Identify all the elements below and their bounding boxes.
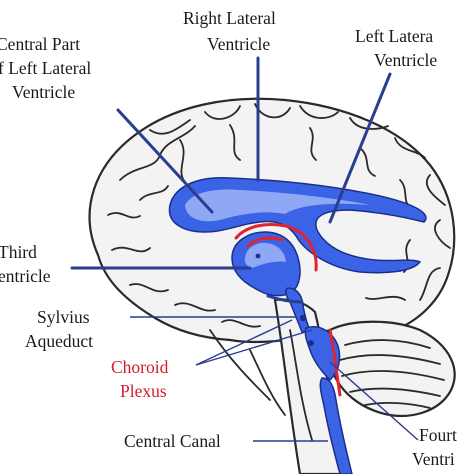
label-sylvius-2: Aqueduct	[25, 331, 93, 351]
label-third-1: Third	[0, 242, 37, 262]
leader-fourth-ventricle	[329, 361, 419, 441]
leader-left-lateral	[328, 72, 392, 224]
leader-central-part	[116, 108, 214, 214]
label-central-part-3: Ventricle	[12, 82, 75, 102]
label-right-lateral-1: Right Lateral	[183, 8, 276, 28]
label-central-part-1: Central Part	[0, 34, 80, 54]
label-choroid-1: Choroid	[111, 357, 169, 377]
leader-choroid-b	[195, 329, 313, 366]
label-fourth-2: Ventri	[412, 449, 455, 469]
ventricular-system	[168, 176, 427, 474]
labels: Central Part f Left Lateral Ventricle Ri…	[0, 8, 457, 469]
central-canal-shape	[319, 377, 353, 474]
leader-lines	[70, 56, 419, 442]
label-central-canal: Central Canal	[124, 431, 221, 451]
label-left-lateral-1: Left Latera	[355, 26, 433, 46]
cerebellum-outline	[327, 320, 456, 418]
leader-choroid-a	[195, 319, 293, 366]
label-sylvius-1: Sylvius	[37, 307, 90, 327]
choroid-plexus-lines	[234, 223, 342, 397]
lateral-ventricle-highlight	[185, 189, 370, 222]
label-choroid-2: Plexus	[120, 381, 167, 401]
label-fourth-1: Fourt	[419, 425, 457, 445]
label-third-2: entricle	[0, 266, 51, 286]
third-ventricle-shape	[231, 231, 301, 297]
label-right-lateral-2: Ventricle	[207, 34, 270, 54]
leader-sylvius-hook	[266, 294, 304, 304]
label-left-lateral-2: Ventricle	[374, 50, 437, 70]
label-central-part-2: f Left Lateral	[0, 58, 91, 78]
